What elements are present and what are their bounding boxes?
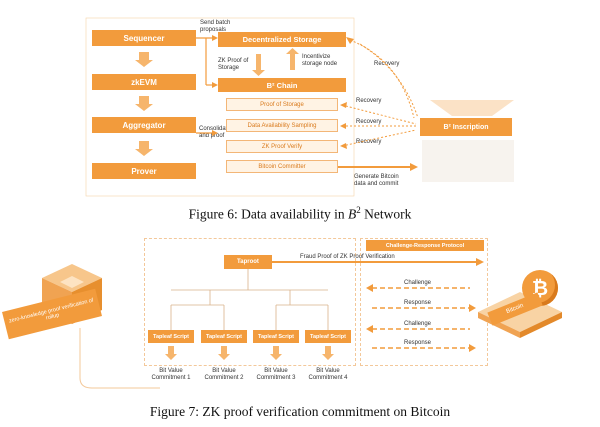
sequencer-box: Sequencer bbox=[92, 30, 196, 46]
bitcoin-committer-box: Bitcoin Committer bbox=[226, 160, 338, 173]
inscription-box: B² Inscription bbox=[420, 118, 512, 136]
generate-label: Generate Bitcoin data and commit bbox=[354, 174, 399, 187]
recovery-label-1: Recovery bbox=[356, 98, 382, 104]
commitment-2: Bit Value Commitment 2 bbox=[204, 368, 244, 381]
decentralized-storage-box: Decentralized Storage bbox=[218, 32, 346, 47]
tapleaf-script-2: Tapleaf Script bbox=[201, 330, 247, 343]
figure-6-caption: Figure 6: Data availability in B2 Networ… bbox=[0, 205, 600, 223]
incentivize-label: Incentivize storage node bbox=[302, 54, 338, 67]
recovery-label-2: Recovery bbox=[356, 119, 382, 125]
challenge-label-1: Challenge bbox=[404, 280, 432, 286]
caption-6-suffix: Network bbox=[360, 206, 412, 222]
caption-6-sup: 2 bbox=[356, 205, 361, 215]
caption-6-text: Figure 6: Data availability in bbox=[188, 206, 348, 222]
caption-6-var: B bbox=[347, 206, 357, 222]
recovery-label-3: Recovery bbox=[356, 139, 382, 145]
das-box: Data Availability Sampling bbox=[226, 119, 338, 132]
commitment-3: Bit Value Commitment 3 bbox=[256, 368, 296, 381]
zkevm-box: zkEVM bbox=[92, 74, 196, 90]
response-label-2: Response bbox=[404, 340, 432, 346]
protocol-title: Challenge-Response Protocol bbox=[366, 240, 484, 251]
tapleaf-script-4: Tapleaf Script bbox=[305, 330, 351, 343]
prover-box: Prover bbox=[92, 163, 196, 179]
b2-chain-box: B² Chain bbox=[218, 78, 346, 92]
taproot-box: Taproot bbox=[224, 255, 272, 269]
zk-proof-verify-box: ZK Proof Verify bbox=[226, 140, 338, 153]
proof-of-storage-box: Proof of Storage bbox=[226, 98, 338, 111]
tapleaf-script-1: Tapleaf Script bbox=[148, 330, 194, 343]
zk-proof-storage-label: ZK Proof of Storage bbox=[218, 58, 249, 71]
figure-7-caption: Figure 7: ZK proof verification commitme… bbox=[149, 404, 451, 419]
fig7-main-frame bbox=[144, 238, 356, 366]
inscription-code-block bbox=[422, 140, 514, 182]
send-batch-label: Send batch proposals bbox=[200, 20, 231, 33]
fraud-proof-label: Fraud Proof of ZK Proof Verification bbox=[300, 254, 395, 260]
aggregator-box: Aggregator bbox=[92, 117, 196, 133]
tapleaf-script-3: Tapleaf Script bbox=[253, 330, 299, 343]
consolidate-label: Consolidate batch and proof bbox=[199, 126, 248, 139]
response-label-1: Response bbox=[404, 300, 432, 306]
protocol-frame bbox=[360, 238, 488, 366]
challenge-label-2: Challenge bbox=[404, 321, 432, 327]
commitment-4: Bit Value Commitment 4 bbox=[308, 368, 348, 381]
commitment-1: Bit Value Commitment 1 bbox=[151, 368, 191, 381]
